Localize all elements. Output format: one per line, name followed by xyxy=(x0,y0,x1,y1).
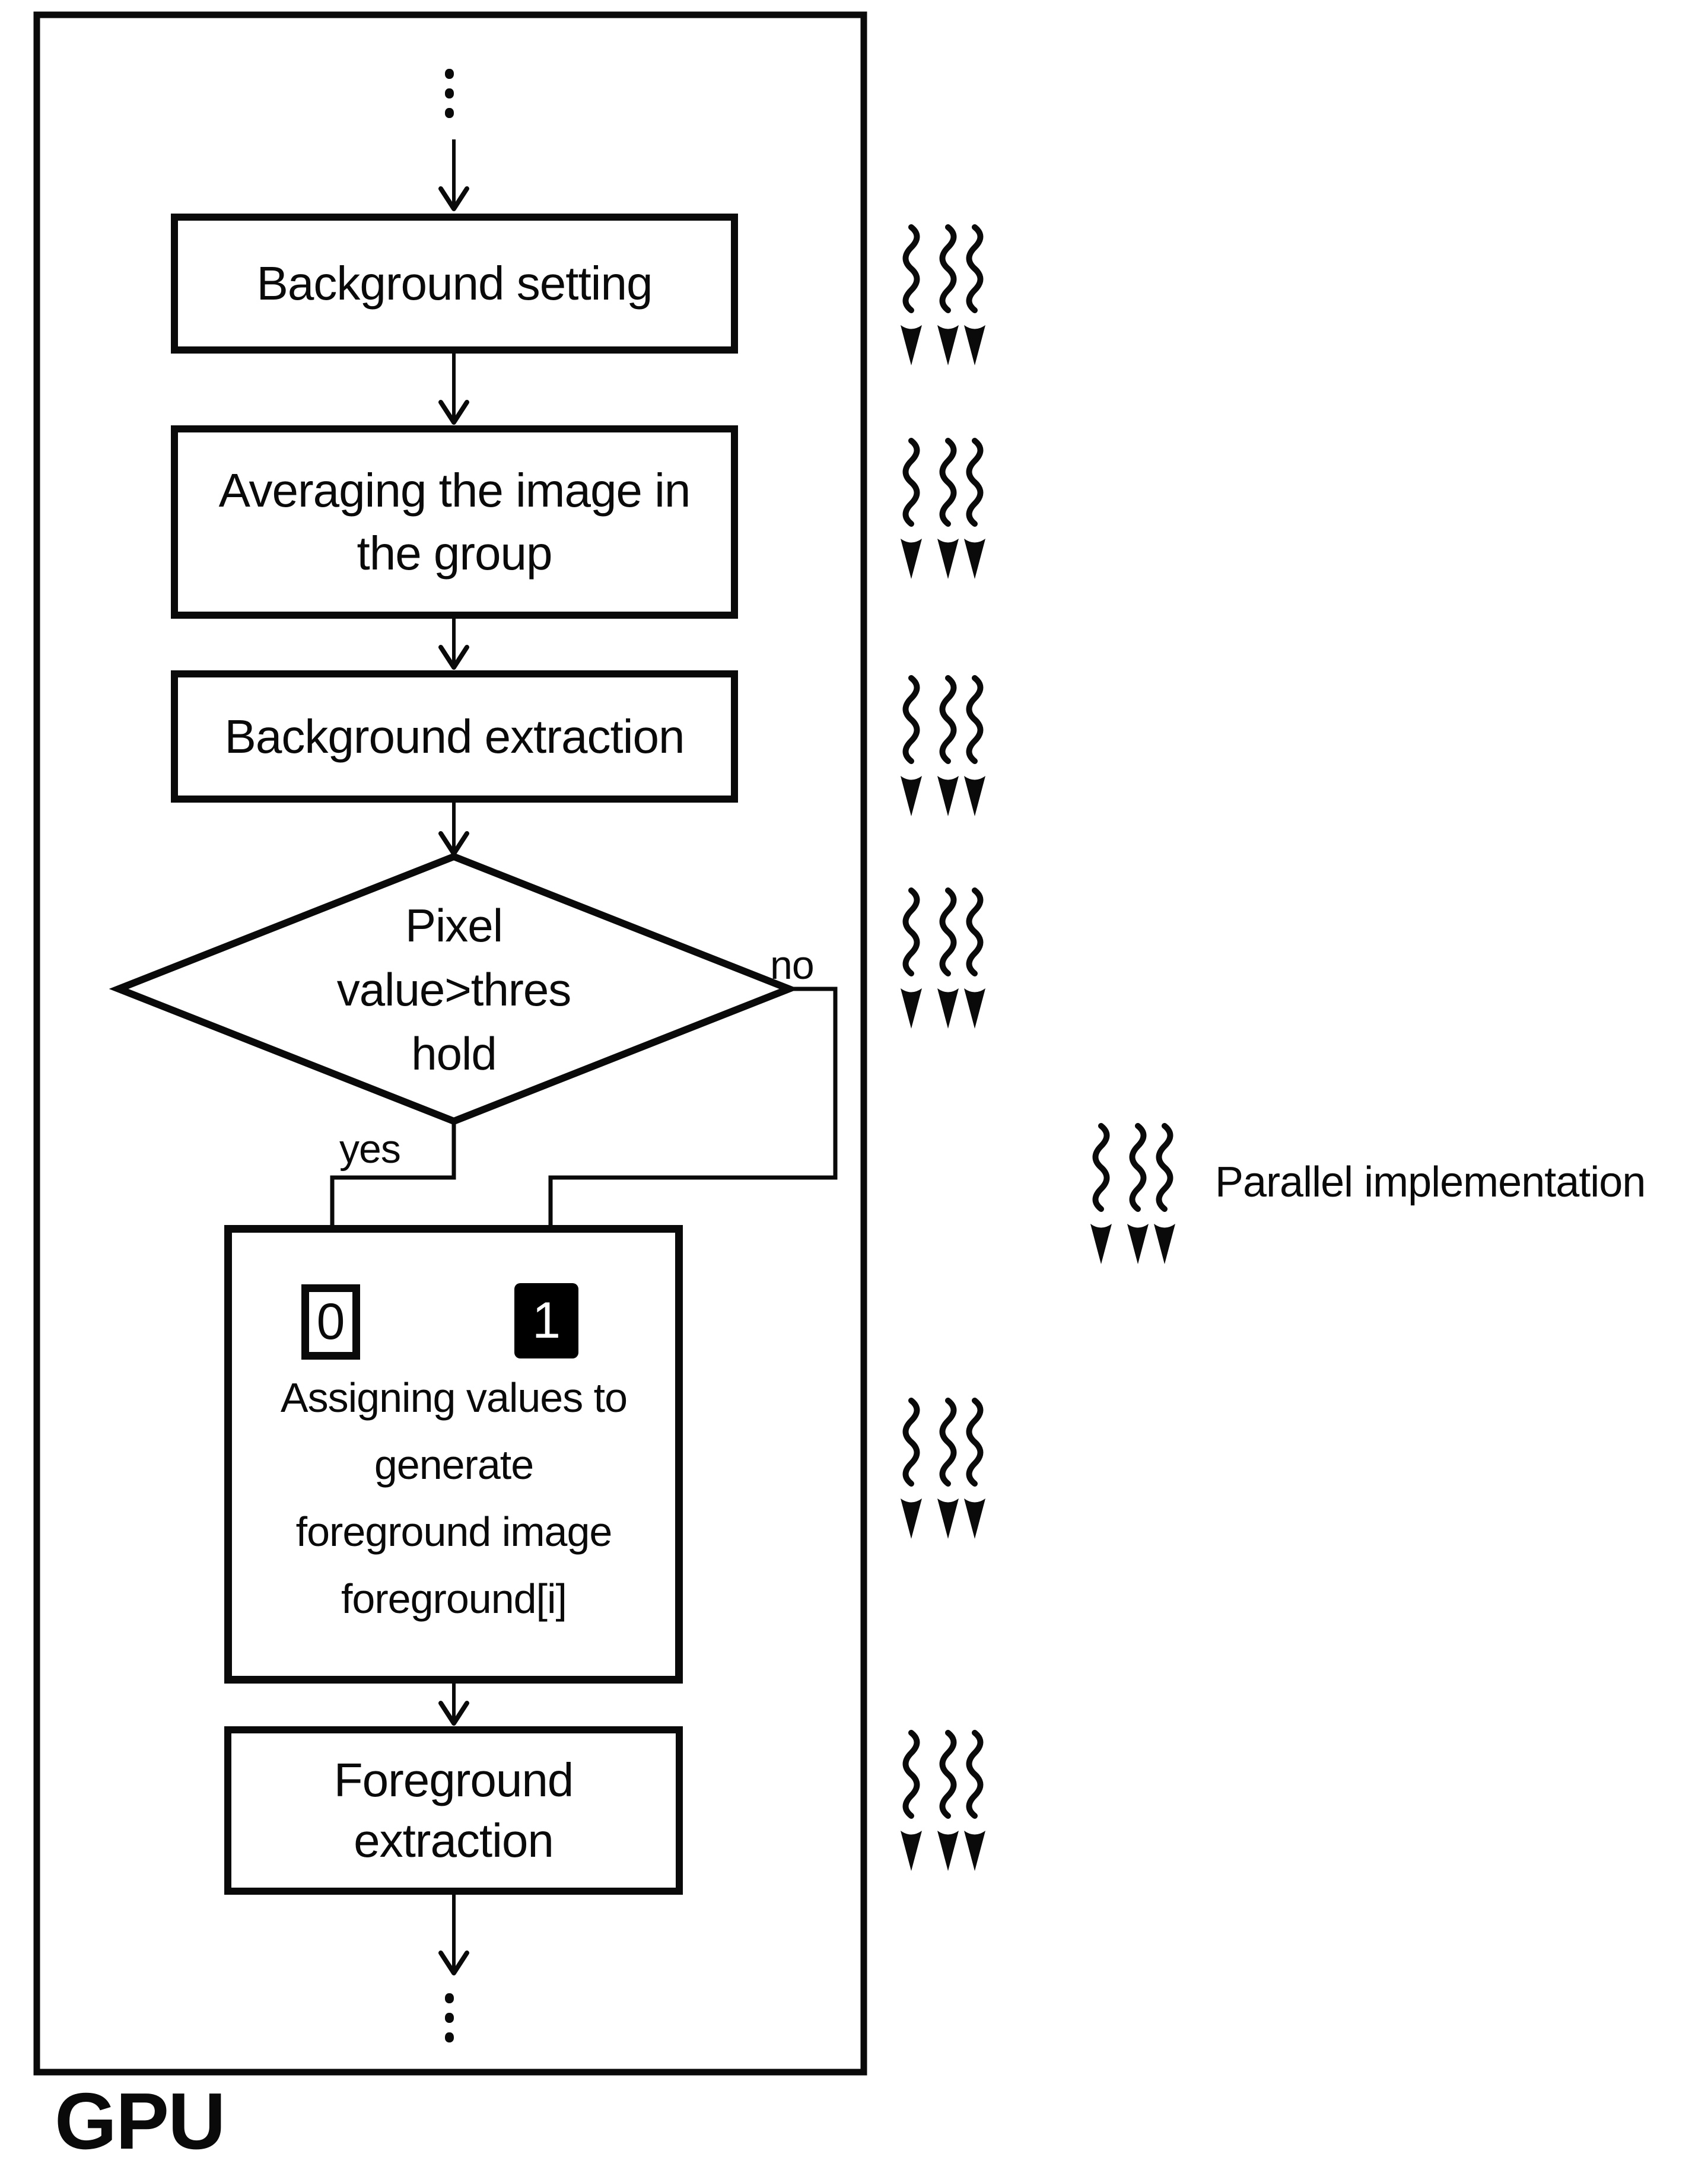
legend-parallel-arrows-icon xyxy=(1090,1126,1175,1264)
flow-arrow-assign-to-foreground-extraction xyxy=(441,1683,467,1723)
flow-arrow-foreground-extraction-out xyxy=(441,1894,467,1973)
flow-arrow-background-setting-to-averaging xyxy=(441,353,467,422)
decision-label: Pixel value>thres hold xyxy=(336,899,571,1080)
no-branch-connector xyxy=(537,987,838,1279)
assign-zero-value: 0 xyxy=(316,1293,345,1350)
flow-arrow-background-extraction-to-decision xyxy=(441,802,467,854)
node-background-setting: Background setting xyxy=(171,214,738,354)
assign-zero-box: 0 xyxy=(301,1284,360,1360)
parallel-arrows-foreground-extraction-icon xyxy=(901,1733,985,1871)
continuation-ellipsis-top-icon xyxy=(445,64,454,123)
parallel-arrows-background-extraction-icon xyxy=(901,678,985,816)
parallel-arrows-averaging-icon xyxy=(901,441,985,579)
assign-one-box: 1 xyxy=(514,1283,578,1358)
gpu-caption: GPU xyxy=(55,2076,226,2166)
node-assign-values xyxy=(224,1225,683,1684)
gpu-boundary-box xyxy=(33,11,867,2076)
flow-arrow-averaging-to-background-extraction xyxy=(441,619,467,667)
decision-diamond xyxy=(109,852,799,1125)
node-averaging-label: Averaging the image in the group xyxy=(218,464,691,580)
no-branch-label: no xyxy=(770,943,815,988)
node-background-extraction: Background extraction xyxy=(171,670,738,803)
node-foreground-extraction: Foreground extraction xyxy=(224,1726,683,1895)
node-assign-values-label: Assigning values to generate foreground … xyxy=(280,1374,628,1622)
parallel-arrows-background-setting-icon xyxy=(901,227,985,365)
node-background-setting-label: Background setting xyxy=(256,257,653,310)
flow-arrow-into-background-setting xyxy=(441,139,467,209)
parallel-arrows-decision-icon xyxy=(901,890,985,1029)
yes-branch-label: yes xyxy=(339,1127,401,1172)
node-background-extraction-label: Background extraction xyxy=(224,709,685,763)
node-averaging: Averaging the image in the group xyxy=(171,425,738,619)
legend-parallel-implementation-label: Parallel implementation xyxy=(1215,1159,1646,1206)
continuation-ellipsis-bottom-icon xyxy=(445,1988,454,2047)
node-foreground-extraction-label: Foreground extraction xyxy=(333,1753,574,1867)
assign-one-value: 1 xyxy=(532,1292,561,1349)
parallel-arrows-assign-icon xyxy=(901,1401,985,1539)
